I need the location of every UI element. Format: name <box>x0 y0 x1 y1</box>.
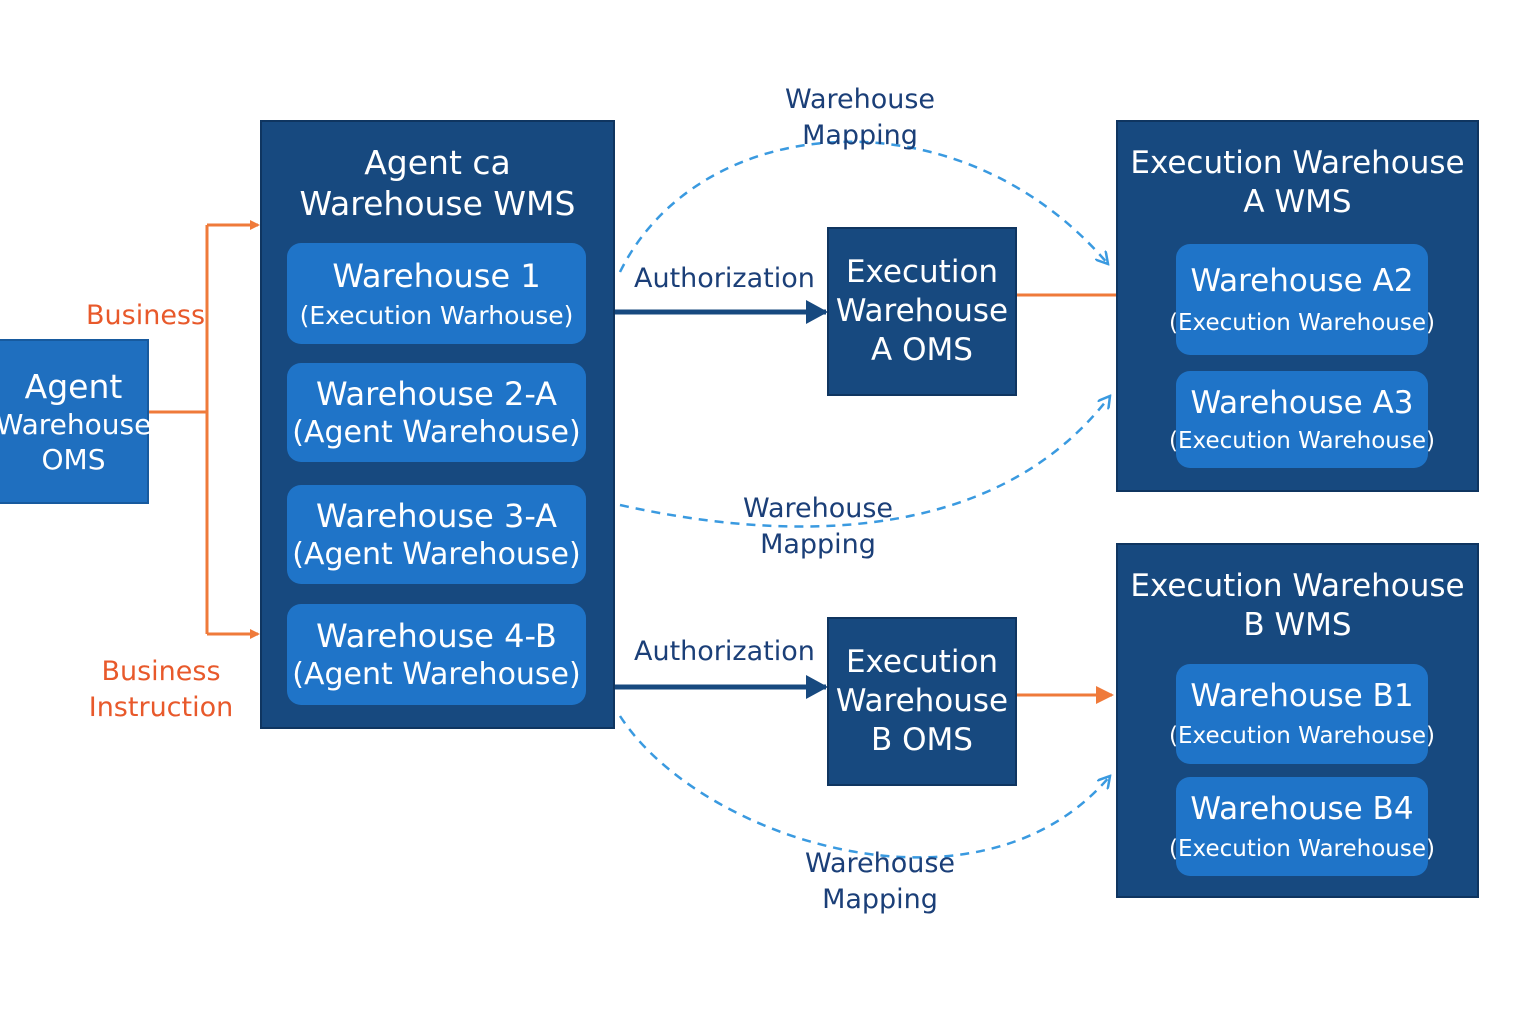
warehouse-name: Warehouse 4-B <box>316 616 557 655</box>
warehouse-4b-node: Warehouse 4-B (Agent Warehouse) <box>287 604 586 705</box>
oms-a-line2: Warehouse <box>835 293 1009 330</box>
warehouse-2a-node: Warehouse 2-A (Agent Warehouse) <box>287 363 586 462</box>
agent-warehouse-oms-box: Agent Warehouse OMS <box>0 339 152 504</box>
oms-b-line2: Warehouse <box>835 683 1009 720</box>
warehouse-type: (Execution Warehouse) <box>1169 723 1435 749</box>
oms-b-line1: Execution <box>845 644 999 681</box>
mapping-curve-bottom <box>618 715 1110 859</box>
authorization-label-a: Authorization <box>634 263 815 294</box>
warehouse-mapping-label-bottom: Warehouse Mapping <box>804 848 956 915</box>
agent-wms-title-line1: Agent ca <box>364 143 511 182</box>
warehouse-b4-node: Warehouse B4 (Execution Warehouse) <box>1169 777 1435 876</box>
warehouse-name: Warehouse 3-A <box>315 496 558 535</box>
oms-a-line3: A OMS <box>871 331 973 368</box>
warehouse-type: (Execution Warehouse) <box>1169 835 1435 862</box>
oms-b-line3: B OMS <box>871 721 973 758</box>
wms-b-title-line2: B WMS <box>1243 606 1352 643</box>
mapping-curve-top <box>618 140 1108 273</box>
warehouse-b1-node: Warehouse B1 (Execution Warehouse) <box>1169 664 1435 764</box>
wms-a-title-line2: A WMS <box>1243 183 1352 220</box>
agent-oms-line3: OMS <box>41 443 106 477</box>
warehouse-mapping-label-middle: Warehouse Mapping <box>742 493 894 560</box>
warehouse-name: Warehouse A3 <box>1190 384 1414 421</box>
business-instruction-label: Business Instruction <box>88 654 234 725</box>
warehouse-type: (Execution Warhouse) <box>299 300 574 330</box>
warehouse-name: Warehouse 2-A <box>315 374 558 413</box>
warehouse-name: Warehouse A2 <box>1190 262 1414 299</box>
warehouse-3a-node: Warehouse 3-A (Agent Warehouse) <box>287 485 586 584</box>
business-instruction-line1: Business <box>101 656 221 687</box>
mapping-curve-middle <box>619 396 1110 528</box>
warehouse-mapping-label-top: Warehouse Mapping <box>784 84 936 151</box>
warehouse-1-node: Warehouse 1 (Execution Warhouse) <box>287 243 586 344</box>
agent-oms-line1: Agent <box>24 366 123 406</box>
business-connector <box>148 220 260 639</box>
warehouse-a3-node: Warehouse A3 (Execution Warehouse) <box>1169 371 1435 468</box>
agent-oms-line2: Warehouse <box>0 408 152 442</box>
warehouse-type: (Agent Warehouse) <box>292 414 581 450</box>
agent-wms-title-line2: Warehouse WMS <box>299 184 576 224</box>
business-instruction-line2: Instruction <box>88 691 234 723</box>
execution-warehouse-b-oms-box: Execution Warehouse B OMS <box>827 617 1017 786</box>
execution-warehouse-a-oms-box: Execution Warehouse A OMS <box>827 227 1017 396</box>
warehouse-name: Warehouse 1 <box>332 256 541 295</box>
warehouse-a2-node: Warehouse A2 (Execution Warehouse) <box>1169 244 1435 355</box>
warehouse-type: (Execution Warehouse) <box>1169 427 1435 454</box>
oms-a-line1: Execution <box>845 254 999 291</box>
warehouse-type: (Agent Warehouse) <box>292 656 581 692</box>
wms-a-title-line1: Execution Warehouse <box>1130 145 1465 181</box>
warehouse-type: (Agent Warehouse) <box>292 536 581 572</box>
authorization-label-b: Authorization <box>634 636 815 667</box>
wms-b-title-line1: Execution Warehouse <box>1130 568 1465 604</box>
business-label: Business <box>86 300 206 331</box>
warehouse-name: Warehouse B1 <box>1190 678 1414 715</box>
warehouse-type: (Execution Warehouse) <box>1169 309 1435 336</box>
warehouse-name: Warehouse B4 <box>1190 790 1414 827</box>
